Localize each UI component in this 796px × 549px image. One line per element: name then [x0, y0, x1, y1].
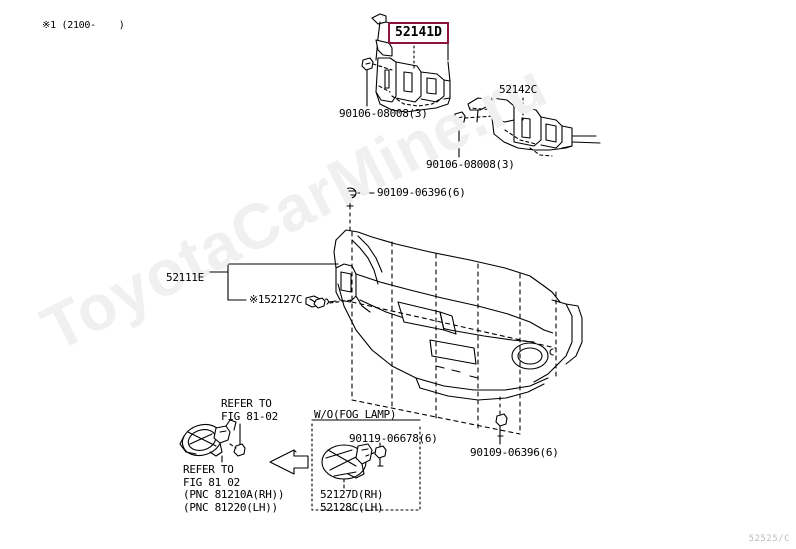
leader-fog-bolt [229, 443, 237, 449]
leader-152127c [329, 299, 353, 304]
label-screw-90119: 90119-06678(6) [349, 432, 438, 445]
label-bolt-upper-right: 90106-08008(3) [426, 158, 515, 171]
screw-icon-90109-bottom [495, 395, 508, 445]
label-part-52127d-52128c[interactable]: 52127D(RH) 52128C(LH) [320, 488, 384, 514]
part-drawing-52127d [321, 443, 373, 493]
part-drawing-52111e [333, 229, 583, 435]
screw-icon-90109-top [343, 187, 357, 233]
leader-bolt-right [464, 115, 495, 119]
label-part-52111e[interactable]: 52111E [166, 271, 204, 284]
label-screw-top-center: 90109-06396(6) [377, 186, 466, 199]
direction-arrow [269, 449, 309, 475]
label-part-52142c[interactable]: 52142C [499, 83, 537, 96]
bolt-icon-fog [233, 443, 246, 457]
part-drawing-52142c [467, 97, 601, 157]
header-note: ※1 (2100- ) [42, 20, 125, 31]
label-refer-to-fig-bottom[interactable]: REFER TO FIG 81 02 (PNC 81210A(RH)) (PNC… [183, 463, 285, 514]
leader-bolt-left [372, 63, 393, 71]
bolt-icon-90106-right [453, 111, 466, 158]
bolt-icon-small-mid [313, 297, 326, 309]
highlighted-part-number[interactable]: 52141D [388, 22, 449, 44]
leader-52127d-screw [365, 451, 377, 457]
label-refer-to-fig-top[interactable]: REFER TO FIG 81-02 [221, 397, 278, 423]
part-drawing-52141d [371, 13, 451, 113]
screw-icon-90119 [374, 439, 387, 467]
label-wo-fog-lamp: W/O(FOG LAMP) [314, 408, 397, 421]
label-clip-152127c[interactable]: ※152127C [249, 293, 303, 306]
label-bolt-upper-left: 90106-08008(3) [339, 107, 428, 120]
part-drawing-fog-lamp [179, 419, 237, 457]
bolt-icon-90106-left [361, 57, 374, 107]
label-screw-bottom-right: 90109-06396(6) [470, 446, 559, 459]
diagram-corner-id: 52525/C [748, 534, 790, 544]
wo-fog-dashed-box [311, 423, 421, 511]
